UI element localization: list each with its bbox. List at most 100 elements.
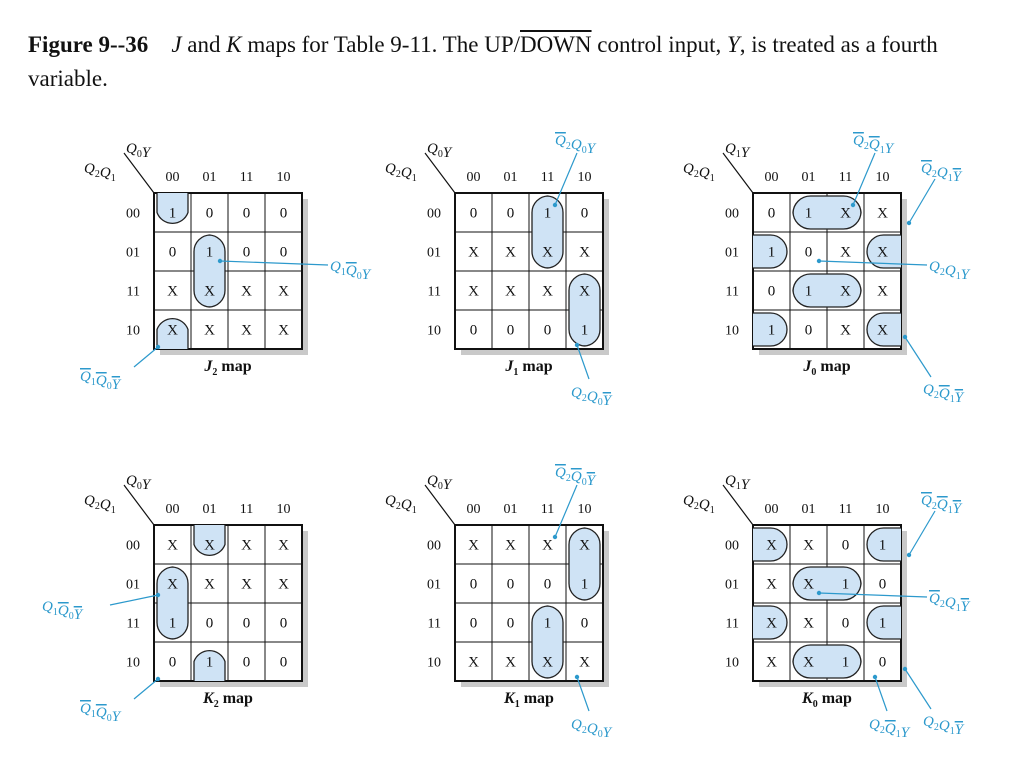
term-label: Q2Q1Y — [929, 259, 971, 283]
term-label: Q2Q0Y — [555, 465, 597, 489]
map-label: J1 map — [504, 358, 552, 378]
cell-j0-r0c1: 1 — [805, 206, 813, 222]
group-loop — [193, 525, 226, 556]
row-header: 01 — [725, 246, 739, 261]
term-arrowhead — [574, 674, 580, 680]
col-header: 01 — [504, 502, 518, 517]
col-variables: Q0Y — [126, 141, 152, 161]
term-label: Q2Q0Y — [571, 385, 613, 409]
cell-k2-r3c1: 1 — [206, 655, 214, 671]
row-header: 11 — [428, 617, 441, 632]
caption-up: UP/ — [484, 32, 520, 57]
group-loop — [193, 234, 226, 308]
caption-down: DOWN — [520, 32, 592, 57]
cell-j0-r0c3: X — [877, 206, 888, 222]
group-loop — [568, 527, 601, 601]
cell-k1-r0c2: X — [542, 538, 553, 554]
col-header: 11 — [839, 170, 852, 185]
group-loop — [531, 605, 564, 679]
cell-k0-r2c3: 1 — [879, 616, 887, 632]
row-variables: Q2Q1 — [385, 493, 417, 516]
cell-k1-r1c1: 0 — [507, 577, 515, 593]
row-header: 00 — [427, 207, 441, 222]
term-leader-line — [818, 260, 928, 266]
group-loop — [866, 605, 901, 640]
col-header: 01 — [203, 502, 217, 517]
col-variables: Q0Y — [126, 473, 152, 493]
corner-diagonal — [424, 484, 456, 526]
row-header: 01 — [126, 578, 140, 593]
cell-j1-r3c2: 0 — [544, 323, 552, 339]
cell-j2-r1c0: 0 — [169, 245, 177, 261]
cell-k2-r2c0: 1 — [169, 616, 177, 632]
col-header: 10 — [277, 502, 291, 517]
cell-j1-r0c2: 1 — [544, 206, 552, 222]
group-loop — [193, 650, 226, 681]
term-label: Q2Q1Y — [921, 493, 963, 517]
cell-k2-r0c2: X — [241, 538, 252, 554]
term-arrowhead — [155, 592, 161, 598]
cell-k1-r1c2: 0 — [544, 577, 552, 593]
group-loop — [753, 605, 788, 640]
cell-k2-r3c2: 0 — [243, 655, 251, 671]
col-variables: Q1Y — [725, 141, 751, 161]
col-header: 00 — [467, 170, 481, 185]
row-header: 10 — [126, 656, 140, 671]
cell-j1-r3c0: 0 — [470, 323, 478, 339]
row-header: 10 — [725, 324, 739, 339]
term-arrowhead — [850, 202, 856, 208]
col-header: 00 — [467, 502, 481, 517]
group-loop — [792, 644, 862, 679]
cell-j2-r2c3: X — [278, 284, 289, 300]
row-header: 10 — [427, 656, 441, 671]
figure-number: Figure 9--36 — [28, 32, 149, 57]
term-leader-line — [109, 594, 159, 606]
cell-j0-r3c3: X — [877, 323, 888, 339]
cell-j1-r0c3: 0 — [581, 206, 589, 222]
caption-j: J — [171, 32, 182, 57]
cell-j0-r1c0: 1 — [768, 245, 776, 261]
corner-diagonal — [722, 152, 754, 194]
row-header: 00 — [427, 539, 441, 554]
cell-j2-r0c0: 1 — [169, 206, 177, 222]
cell-k2-r1c0: X — [167, 577, 178, 593]
cell-k2-r1c1: X — [204, 577, 215, 593]
cell-k0-r1c1: X — [803, 577, 814, 593]
cell-j1-r0c1: 0 — [507, 206, 515, 222]
cell-k2-r3c0: 0 — [169, 655, 177, 671]
caption-text-control: control input, — [597, 32, 722, 57]
cell-j0-r0c0: 0 — [768, 206, 776, 222]
cell-k2-r2c2: 0 — [243, 616, 251, 632]
cell-j1-r2c0: X — [468, 284, 479, 300]
row-header: 11 — [428, 285, 441, 300]
term-leader-line — [554, 152, 578, 206]
cell-j0-r3c1: 0 — [805, 323, 813, 339]
cell-j2-r0c1: 0 — [206, 206, 214, 222]
term-leader-line — [852, 152, 876, 206]
term-arrowhead — [552, 202, 558, 208]
term-leader-line — [908, 178, 936, 224]
cell-j1-r0c0: 0 — [470, 206, 478, 222]
cell-k0-r0c2: 0 — [842, 538, 850, 554]
row-header: 11 — [726, 285, 739, 300]
group-loop — [792, 273, 862, 308]
group-loop — [531, 195, 564, 269]
term-leader-line — [576, 344, 590, 380]
cell-j1-r1c1: X — [505, 245, 516, 261]
caption-text-end: , is treated as a fourth variable. — [28, 32, 938, 91]
row-header: 10 — [725, 656, 739, 671]
cell-k1-r0c3: X — [579, 538, 590, 554]
cell-j0-r2c2: X — [840, 284, 851, 300]
row-header: 11 — [726, 617, 739, 632]
cell-k2-r0c1: X — [204, 538, 215, 554]
term-label: Q2Q1Y — [853, 133, 895, 157]
term-arrowhead — [155, 676, 161, 682]
cell-j2-r0c2: 0 — [243, 206, 251, 222]
col-variables: Q0Y — [427, 141, 453, 161]
cell-j2-r1c1: 1 — [206, 245, 214, 261]
cell-k1-r2c3: 0 — [581, 616, 589, 632]
group-loop — [156, 193, 189, 224]
map-label: K2 map — [202, 690, 253, 710]
figure-caption: Figure 9--36 J and K maps for Table 9-11… — [28, 28, 1003, 96]
